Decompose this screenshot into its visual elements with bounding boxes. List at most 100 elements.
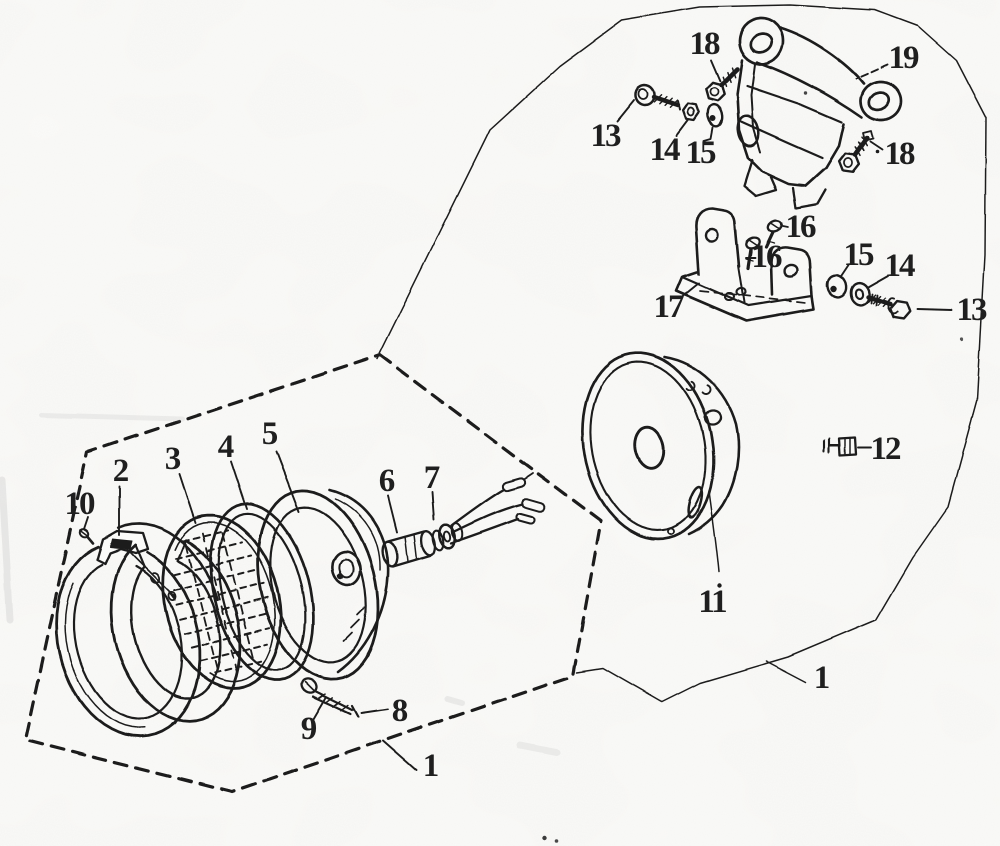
wire-tip-1 [523,472,534,480]
screw16a-thread [767,240,775,244]
callout-reflector-5: 5 [262,416,278,452]
bolt13b-thread-3 [877,297,886,306]
leader-2b [126,548,174,596]
bolt18b-head-center [843,157,853,169]
shell-rim-outer [581,351,715,541]
artifact-dot-right [960,337,964,341]
leader-13b [916,308,952,311]
leader-14a [675,119,689,137]
bolt13a-thread-1 [653,94,663,103]
lens-flute-row-4 [173,568,260,592]
bracket19-body-bottom [746,156,808,188]
washer14b-outline [849,281,871,307]
leader-8 [360,708,389,714]
part-2-retaining-ring [110,539,242,723]
reflector-socket-hole-outer [330,549,362,587]
leader-19 [855,64,889,80]
wire-terminal-1 [501,476,527,492]
bolt13a-thread-4 [669,99,679,108]
bolt18a-head-center [709,87,719,97]
leader-18b [869,141,883,151]
part-5-reflector [256,488,390,681]
shell-rim-inner [589,361,707,531]
wire-3 [449,517,520,545]
artifact-dot-bottom-1 [542,835,548,841]
leader-11 [708,490,720,573]
screw-8-shaft-bottom [311,695,352,716]
reflector-bowl-line [335,498,381,571]
nut14a-hole [687,107,695,117]
part-6-bulb-socket [381,529,445,569]
part-18-bolt-lower [837,130,874,174]
nut14a-outline [681,102,701,122]
artifact-streak-left [0,476,14,624]
part-8-screw [300,677,360,719]
dashed-group-boundary [23,353,603,794]
leader-15a [703,127,714,142]
rim-clip-slot [109,538,133,550]
screw16b-thread [745,258,754,262]
socket-top-edge [386,529,426,543]
lens-flute-row-1 [182,529,230,543]
dashed-hexagon-outline [23,353,603,794]
bolt13a-tip [677,100,681,111]
part-14-nut-upper [681,102,701,122]
leader-17 [682,282,700,297]
bracket19-top-edge [778,26,866,86]
callout-gasket-4: 4 [218,429,234,465]
lens-flute-row-8 [190,627,271,649]
reflector-socket-hole-inner [337,558,355,578]
lens-flute-row-6 [178,596,269,621]
bolt13a-head [634,83,656,107]
leader-13a [616,99,635,122]
washer14b-hole [854,288,864,300]
leader-6 [387,495,398,533]
bracket17-right-upright [769,245,814,298]
leader-15b [840,264,850,278]
solid-group-boundary [376,4,987,703]
bolt18b-thread-1 [854,146,861,157]
part-10-clip-screw [78,528,95,545]
callout-bolt-18-upper: 18 [690,26,721,62]
part-18-bolt-upper [704,66,740,103]
callout-bolt-13-upper: 13 [591,118,622,154]
callout-bracket-17: 17 [654,289,685,325]
wiring-leads [449,472,546,545]
washer15a-hole [710,116,716,122]
screw-10-shaft [86,535,95,545]
connector-ring [438,522,456,550]
callout-socket-6: 6 [379,463,395,499]
leader-4 [230,460,248,510]
bracket17-base-hole-1 [723,292,735,302]
callout-connector-7: 7 [424,460,440,496]
screw-10-slot [79,529,89,537]
callout-washer-14-lower: 14 [885,248,916,284]
leader-14b [866,275,889,289]
callout-bolt-12: 12 [871,431,902,467]
part-15-washer-lower [826,273,848,299]
artifact-dot-19 [804,91,808,95]
artifact-dot-11 [716,583,722,589]
callout-bracket-19: 19 [889,40,920,76]
callout-lens-3: 3 [165,441,181,477]
washer15b-outline [826,273,848,299]
lens-flute-rib-2 [202,532,239,673]
bracket17-base-dashline [699,290,807,304]
shell-screw-mark-2 [701,384,712,396]
bracket19-fold-1 [745,84,844,124]
shell-side-hole [703,409,723,427]
bracket19-left-ear [737,16,785,66]
bolt18a-thread-3 [731,66,736,78]
reflector-front-outer [256,489,380,681]
callout-clip-screw-10: 10 [65,486,96,522]
lens-flute-row-5 [175,582,266,607]
bracket17-left-hole [704,227,720,243]
wire-terminal-2 [520,497,546,513]
part-2-headlamp-rim [54,522,219,738]
artifact-smudge-1 [445,696,465,706]
ink-layer [0,4,987,843]
bracket19-leg-right [791,186,828,210]
callout-washer-15-upper: 15 [686,135,717,171]
